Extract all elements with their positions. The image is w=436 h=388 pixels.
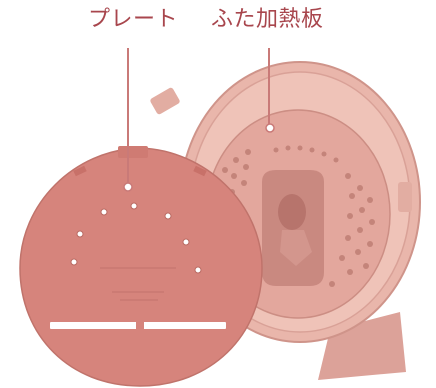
- plate-callout-label: プレート: [88, 7, 179, 32]
- plate-top-notch: [118, 146, 148, 158]
- lid-heater-callout-label: ふた加熱板: [211, 7, 324, 32]
- plate-engraving: [100, 267, 176, 301]
- lid-tab-right: [398, 182, 412, 212]
- lid-screw-dot: [265, 123, 275, 133]
- lid-heater-assembly: [150, 61, 421, 380]
- plate-holes: [70, 202, 202, 274]
- plate: [19, 146, 263, 387]
- plate-leader-dot: [123, 182, 133, 192]
- lid-hinge-tab: [150, 87, 180, 115]
- leader-lines: [123, 48, 270, 192]
